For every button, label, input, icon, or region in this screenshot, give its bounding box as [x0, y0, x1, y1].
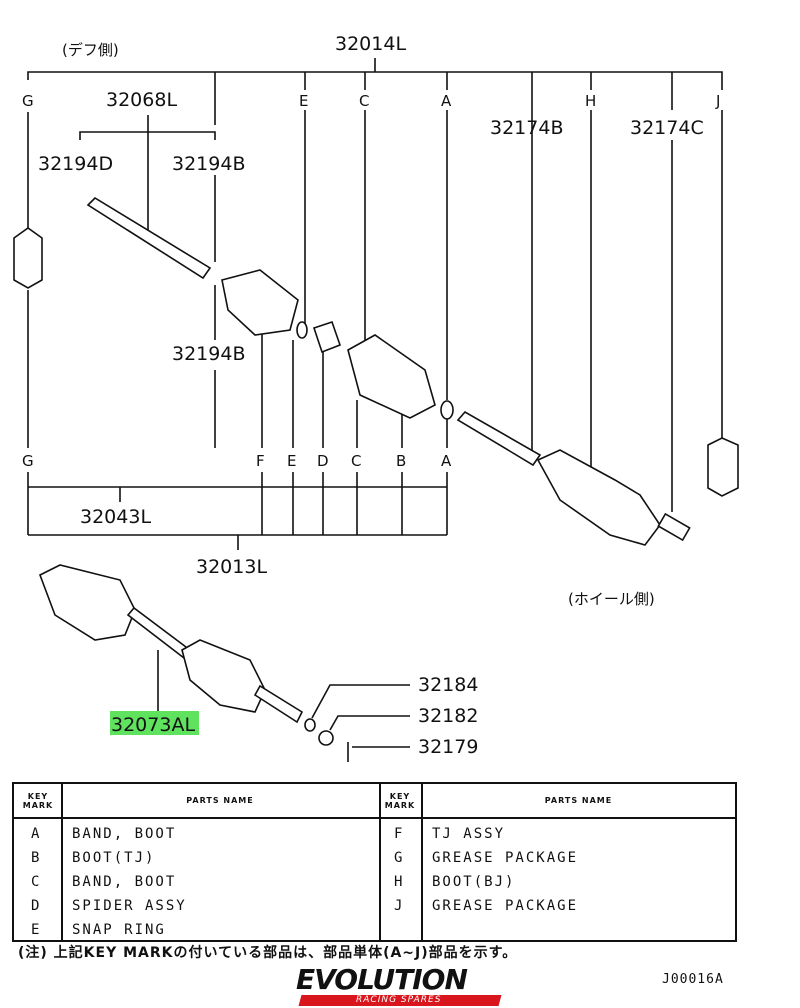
bracket-32043L-32013L	[27, 472, 448, 550]
leader-lines	[27, 110, 723, 512]
diff-side-label: (デフ側)	[62, 41, 119, 59]
leader-small-parts	[157, 650, 410, 748]
row-name: SNAP RING	[72, 922, 166, 938]
part-32194D[interactable]: 32194D	[38, 153, 113, 175]
snap-ring-icon	[296, 321, 308, 339]
key-c-top: C	[359, 92, 369, 110]
col-key-right	[379, 784, 423, 940]
band-boot-icon	[440, 400, 454, 420]
header-name-right: PARTS NAME	[544, 796, 613, 805]
row-key: G	[394, 850, 405, 866]
key-mark-table: KEY MARK PARTS NAME KEY MARK PARTS NAME …	[12, 782, 737, 942]
part-32068L[interactable]: 32068L	[106, 89, 177, 111]
row-key: J	[394, 898, 405, 914]
outer-stub-icon	[657, 512, 691, 542]
key-c-bottom: C	[351, 452, 361, 470]
nut-icon	[318, 730, 334, 746]
row-key: H	[394, 874, 405, 890]
key-g-top: G	[22, 92, 34, 110]
row-key: F	[394, 826, 405, 842]
key-j-top: J	[715, 92, 720, 110]
row-key: B	[31, 850, 42, 866]
part-32174C[interactable]: 32174C	[630, 117, 704, 139]
bracket-32014L	[27, 58, 723, 460]
bracket-32068L	[79, 115, 216, 232]
assembly-shaft-icon	[126, 606, 192, 660]
row-key: E	[31, 922, 42, 938]
drive-shaft-exploded	[13, 196, 739, 546]
logo-title: EVOLUTION	[296, 963, 468, 996]
header-name-left: PARTS NAME	[186, 796, 254, 805]
table-header	[14, 784, 735, 819]
part-32043L[interactable]: 32043L	[80, 506, 151, 528]
footnote: (注) 上記KEY MARKの付いている部品は、部品単体(A~J)部品を示す。	[18, 945, 518, 961]
logo-subtitle: RACING SPARES	[356, 995, 442, 1005]
part-highlight	[110, 711, 199, 735]
part-32073A-suffix: L	[184, 714, 195, 736]
header-key-right: KEY MARK	[384, 792, 416, 810]
part-32179[interactable]: 32179	[418, 736, 478, 758]
row-key: D	[31, 898, 42, 914]
part-32013L[interactable]: 32013L	[196, 556, 267, 578]
row-name: BAND, BOOT	[72, 874, 177, 890]
key-e-bottom: E	[287, 452, 296, 470]
part-32073A-number[interactable]: 32073A	[111, 714, 184, 736]
key-f-bottom: F	[256, 452, 265, 470]
row-name: GREASE PACKAGE	[432, 850, 579, 866]
row-name: TJ ASSY	[432, 826, 506, 842]
evolution-racing-spares-logo: EVOLUTION RACING SPARES	[296, 966, 506, 1007]
part-32194B-top[interactable]: 32194B	[172, 153, 245, 175]
key-h-top: H	[585, 92, 596, 110]
spider-assy-icon	[312, 320, 342, 354]
row-name: BAND, BOOT	[72, 826, 177, 842]
drive-shaft-assembly	[38, 564, 349, 762]
grease-package-j-icon	[707, 437, 739, 497]
key-b-bottom: B	[396, 452, 406, 470]
row-key: C	[31, 874, 42, 890]
part-32073AL[interactable]: 32073AL	[111, 714, 195, 736]
stub-shaft-icon	[253, 684, 304, 724]
part-32182[interactable]: 32182	[418, 705, 478, 727]
drawing-code: J00016A	[662, 972, 724, 987]
key-d-bottom: D	[317, 452, 329, 470]
wheel-side-label: (ホイール側)	[568, 590, 655, 608]
bj-boot-assembly-icon	[181, 639, 266, 713]
col-name-left	[61, 784, 381, 940]
part-32184[interactable]: 32184	[418, 674, 478, 696]
tj-boot-assembly-icon	[38, 564, 136, 641]
row-name: BOOT(TJ)	[72, 850, 156, 866]
row-name: SPIDER ASSY	[72, 898, 187, 914]
row-key: A	[31, 826, 42, 842]
tj-housing-icon	[221, 269, 299, 336]
part-32014L[interactable]: 32014L	[335, 33, 406, 55]
shaft-icon	[456, 410, 542, 467]
key-a-bottom: A	[441, 452, 452, 470]
washer-icon	[304, 718, 316, 732]
header-key-left: KEY MARK	[22, 792, 54, 810]
row-name: BOOT(BJ)	[432, 874, 516, 890]
key-g-bottom: G	[22, 452, 34, 470]
boot-bj-icon	[536, 449, 661, 546]
grease-package-g-icon	[13, 227, 43, 289]
inner-shaft-icon	[86, 196, 212, 280]
key-a-top: A	[441, 92, 452, 110]
col-key-left	[14, 784, 63, 940]
part-32174B[interactable]: 32174B	[490, 117, 563, 139]
part-32194B-mid[interactable]: 32194B	[172, 343, 245, 365]
key-e-top: E	[299, 92, 308, 110]
boot-tj-icon	[347, 334, 436, 419]
row-name: GREASE PACKAGE	[432, 898, 579, 914]
